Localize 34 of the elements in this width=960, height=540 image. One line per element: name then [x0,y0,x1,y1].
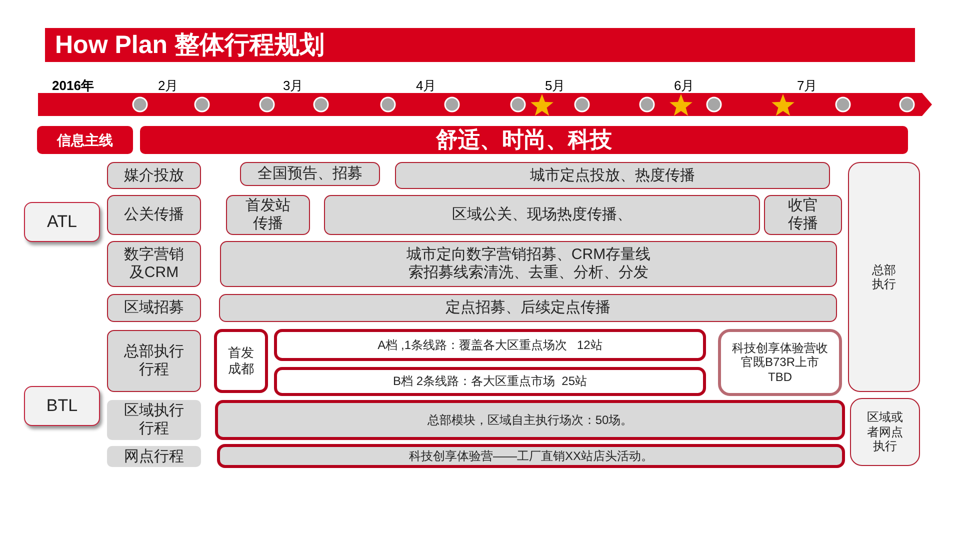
row-label-box: 总部执行行程 [107,330,201,392]
month-label: 6月 [674,77,694,95]
side-box: 区域或者网点执行 [850,398,920,466]
row-label-box: 媒介投放 [107,162,201,189]
row-label-box: 区域执行行程 [107,400,201,440]
category-box: BTL [24,386,100,426]
task-box: 科技创享体验营收官既B73R上市TBD [718,329,842,396]
row-label-box: 数字营销及CRM [107,241,201,287]
month-label: 4月 [416,77,436,95]
task-box: 区域公关、现场热度传播、 [324,195,760,235]
side-box: 总部执行 [848,162,920,392]
task-box: 定点招募、后续定点传播 [219,294,837,322]
year-label: 2016年 [52,77,94,95]
row-label-box: 公关传播 [107,195,201,235]
task-box: 科技创享体验营——工厂直销XX站店头活动。 [217,444,845,468]
tag-box: 信息主线 [37,126,133,154]
task-box: B档 2条线路：各大区重点市场 25站 [274,367,706,396]
month-label: 7月 [797,77,818,95]
task-box: 总部模块，区域自主执行场次：50场。 [215,400,845,440]
task-box: 城市定向数字营销招募、CRM存量线索招募线索清洗、去重、分析、分发 [220,241,837,287]
task-box: 首发站传播 [226,195,310,235]
month-label: 5月 [545,77,566,95]
title-banner: How Plan 整体行程规划 [45,28,915,62]
theme-banner: 舒适、时尚、科技 [140,126,908,154]
task-box: A档 ,1条线路：覆盖各大区重点场次 12站 [274,329,706,361]
month-label: 3月 [283,77,304,95]
category-box: ATL [24,202,100,242]
task-box: 城市定点投放、热度传播 [395,162,830,189]
task-box: 收官传播 [764,195,842,235]
task-box: 首发成都 [214,329,268,393]
month-label: 2月 [158,77,178,95]
task-box: 全国预告、招募 [240,162,380,186]
row-label-box: 区域招募 [107,294,201,322]
row-label-box: 网点行程 [107,446,201,467]
